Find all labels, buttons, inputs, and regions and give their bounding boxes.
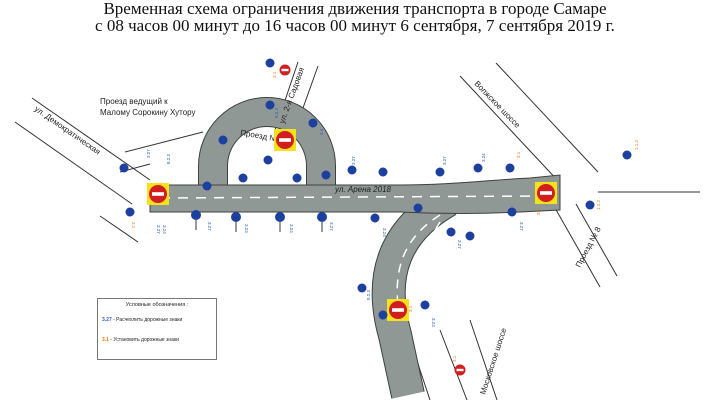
road-sign: [218, 135, 228, 145]
legend-heading: Условные обозначения :: [125, 302, 189, 308]
moskovskoe-edge-3: [439, 329, 468, 400]
proezd8-edge-2: [575, 203, 618, 277]
road-sign: [275, 212, 285, 232]
sign-code-label: 3.24: [431, 318, 436, 327]
demokraticheskaya-edge-2: [31, 97, 151, 181]
road-sign: [378, 310, 388, 320]
no-entry-sign-west: [147, 183, 169, 205]
sign-code-label: 1.1.2: [634, 139, 639, 150]
sign-code-label: 3.1: [536, 208, 541, 215]
road-sign: [265, 100, 275, 110]
sign-code-label: 8.2.3: [166, 153, 171, 164]
loop-road: [199, 98, 335, 196]
label-proezd8: Проезд № 8: [574, 225, 603, 269]
sign-code-label: 1.1.2: [596, 199, 601, 210]
no-entry-sign-south: [387, 299, 409, 321]
road-sign: [370, 213, 380, 223]
moskovskoe-edge-2: [469, 319, 498, 400]
sign-code-labels: 3.27 3.24 3.27 3.24 3.24 3.27 3.27 8.2.3…: [131, 71, 639, 362]
road-sign: [119, 163, 129, 173]
no-entry-sign-small-bottom: [454, 364, 466, 376]
sign-code-label: 3.24: [382, 228, 387, 237]
label-arena: ул. Арена 2018: [334, 185, 392, 194]
road-sign: [505, 163, 515, 173]
sign-code-label: 3.1: [408, 305, 413, 312]
street-outlines: [14, 61, 700, 400]
road-sign: [446, 227, 456, 237]
road-sign: [357, 283, 367, 293]
label-moskovskoe: Московское шоссе: [478, 326, 508, 395]
no-entry-sign-east: [535, 182, 557, 204]
road-sign: [473, 163, 483, 173]
road-sign: [420, 300, 430, 310]
arena-street-road: [149, 174, 561, 214]
label-demokraticheskaya: ул. Демократическая: [33, 104, 102, 156]
map-title-line-1: Временная схема ограничения движения тра…: [103, 0, 607, 18]
sign-code-label: 3.24: [244, 224, 249, 233]
road-sign: [292, 173, 302, 183]
road-sign: [202, 181, 212, 191]
road-sign: [507, 207, 517, 217]
legend-item-1-text: - Расчехлить дорожные знаки: [113, 317, 183, 323]
demokraticheskaya-edge-3: [99, 215, 139, 243]
map-title-line-2: с 08 часов 00 минут до 16 часов 00 минут…: [95, 16, 615, 35]
sign-code-label: 3.4: [319, 128, 324, 135]
no-entry-sign-small-top: [279, 64, 291, 76]
road-sign: [585, 200, 595, 210]
road-sign: [308, 118, 318, 128]
sign-code-label: 3.27: [207, 222, 212, 231]
road-sign: [263, 155, 273, 165]
main-roads: [149, 97, 561, 399]
legend-item-uncover: 3.27 - Расчехлить дорожные знаки: [102, 317, 182, 323]
volzhskoe-edge-2: [495, 62, 599, 173]
sign-code-label: 3.27: [351, 156, 356, 165]
sign-code-label: 3.27: [146, 149, 151, 158]
road-sign: [317, 212, 327, 232]
road-sign: [265, 58, 275, 68]
sign-code-label: 3.24: [289, 224, 294, 233]
label-proezd-n: Проезд №: [240, 128, 279, 144]
sign-code-label: 3.1: [131, 222, 136, 229]
volzhskoe-edge-1: [459, 75, 561, 184]
road-sign: [378, 167, 388, 177]
demokraticheskaya-edge-1: [14, 121, 133, 205]
sign-code-label: 3.24: [481, 153, 486, 162]
proezd-edge-1: [124, 131, 204, 153]
map-legend: Условные обозначения : 3.27 - Расчехлить…: [97, 298, 217, 360]
sign-code-label: 3.1: [272, 71, 277, 78]
road-sign: [125, 207, 135, 217]
road-sign: [321, 170, 331, 180]
sign-code-label: 3.24: [162, 225, 167, 234]
branch-arrow-marks: [429, 221, 441, 249]
road-sign: [413, 203, 423, 213]
legend-item-2-code: 3.1: [102, 337, 109, 343]
road-sign: [435, 167, 445, 177]
road-sign: [347, 165, 357, 175]
road-signs: [119, 58, 632, 320]
road-sign: [231, 212, 241, 232]
sign-code-label: 3.27: [156, 225, 161, 234]
no-entry-sign-north-loop: [274, 129, 296, 151]
road-sign: [622, 150, 632, 160]
sign-code-label: 8.2.3: [274, 107, 279, 118]
sign-code-label: 3.1: [516, 151, 521, 158]
road-sign: [238, 173, 248, 183]
sign-code-label: 3.27: [519, 222, 524, 231]
legend-item-1-code: 3.27: [102, 317, 112, 323]
sign-code-label: 3.27: [329, 222, 334, 231]
sign-code-label: 3.27: [457, 240, 462, 249]
sign-code-label: 8.2.3: [366, 289, 371, 300]
label-proezd-header-2: Малому Сорокину Хутору: [100, 108, 196, 117]
sign-code-label: 3.1: [452, 355, 457, 362]
label-volzhskoe: Волжское шоссе: [473, 79, 523, 130]
proezd8-edge-1: [554, 207, 601, 288]
road-sign: [465, 231, 475, 241]
label-proezd-header: Проезд ведущий к: [100, 97, 168, 106]
legend-item-install: 3.1 - Установить дорожные знаки: [102, 337, 179, 343]
sign-code-label: 3.27: [442, 156, 447, 165]
road-sign: [191, 210, 201, 230]
no-entry-signs: [147, 64, 557, 376]
legend-item-2-text: - Установить дорожные знаки: [110, 337, 179, 343]
